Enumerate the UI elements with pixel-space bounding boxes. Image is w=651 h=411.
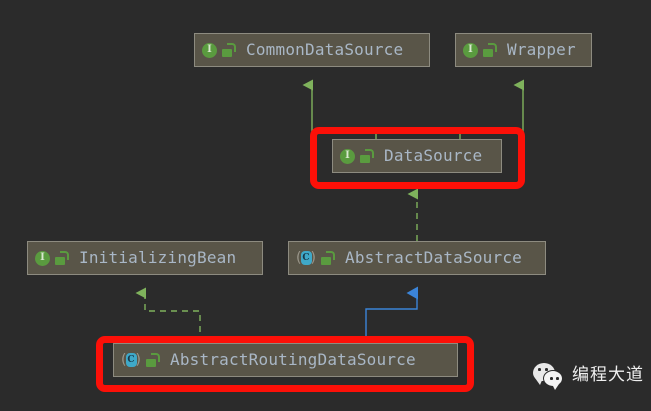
class-node-initializingbean[interactable]: I InitializingBean — [27, 241, 263, 275]
class-node-label: DataSource — [384, 146, 483, 165]
class-node-abstractdatasource[interactable]: (C) AbstractDataSource — [288, 241, 546, 275]
interface-icon: I — [202, 42, 217, 58]
unlocked-padlock-icon — [321, 251, 335, 265]
unlocked-padlock-icon — [483, 43, 497, 57]
interface-icon: I — [340, 148, 355, 164]
interface-icon: I — [35, 250, 50, 266]
watermark: 编程大道 — [533, 363, 644, 390]
class-node-label: Wrapper — [507, 40, 576, 59]
class-node-label: AbstractRoutingDataSource — [170, 350, 416, 369]
class-node-label: InitializingBean — [79, 248, 237, 267]
edge-abstractroutingdatasource-to-initializingbean — [135, 287, 201, 343]
wechat-icon — [533, 363, 563, 390]
watermark-text: 编程大道 — [572, 364, 644, 385]
class-node-datasource[interactable]: I DataSource — [332, 139, 502, 173]
class-node-label: AbstractDataSource — [345, 248, 522, 267]
unlocked-padlock-icon — [360, 149, 374, 163]
class-node-abstractroutingdatasource[interactable]: (C) AbstractRoutingDataSource — [113, 343, 458, 377]
abstract-class-icon: (C) — [296, 250, 316, 266]
abstract-class-icon: (C) — [121, 352, 141, 368]
edge-datasource-to-commondatasource — [302, 79, 377, 139]
class-node-label: CommonDataSource — [246, 40, 404, 59]
class-node-wrapper[interactable]: I Wrapper — [455, 33, 592, 67]
unlocked-padlock-icon — [55, 251, 69, 265]
interface-icon: I — [463, 42, 478, 58]
unlocked-padlock-icon — [222, 43, 236, 57]
edge-datasource-to-wrapper — [459, 79, 524, 139]
edge-abstractroutingdatasource-to-abstractdatasource — [365, 286, 418, 343]
class-node-commondatasource[interactable]: I CommonDataSource — [194, 33, 430, 67]
unlocked-padlock-icon — [146, 353, 160, 367]
